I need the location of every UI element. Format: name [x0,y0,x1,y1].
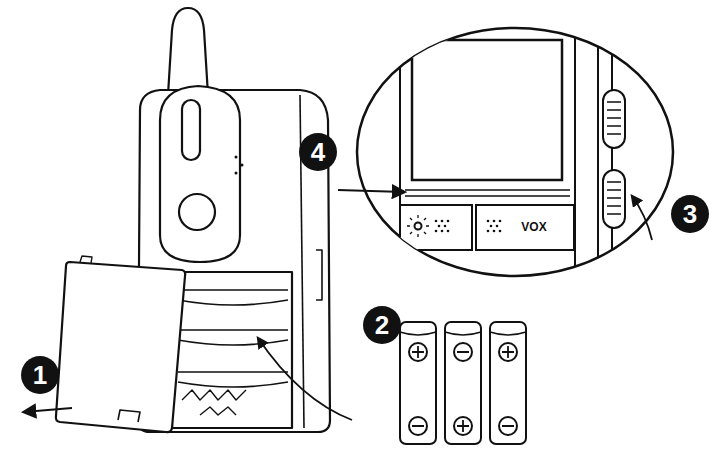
callout-text: 1 [33,362,47,388]
button-label: VOX [521,221,546,233]
batteries [400,322,526,444]
callout-number: 3 [671,195,709,233]
vox-button [476,205,574,250]
side-button [603,170,625,228]
battery-compartment [172,272,292,428]
battery-cover [56,262,185,432]
callout-text: 4 [311,139,325,165]
callout-text: 3 [683,201,697,227]
callout-text: 2 [375,312,389,338]
callout-number: 4 [299,133,337,171]
light-button [400,205,472,250]
callout-number: 1 [21,356,59,394]
side-button [603,90,625,148]
belt-clip [160,86,240,262]
callout-number: 2 [363,306,401,344]
zoom-view [357,28,673,276]
antenna [168,8,208,95]
